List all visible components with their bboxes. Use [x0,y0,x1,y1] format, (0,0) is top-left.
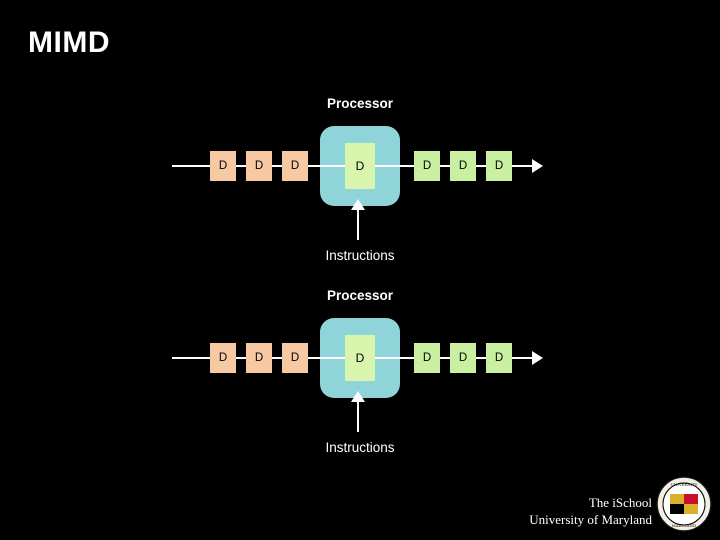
input-data-cell: D [210,343,236,373]
processor-label: Processor [326,288,394,303]
svg-text:UNIVERSITY: UNIVERSITY [671,482,698,487]
input-data-cell: D [246,151,272,181]
input-data-cell: D [210,151,236,181]
input-data-cell: D [282,151,308,181]
instruction-arrowhead-icon [351,391,365,402]
svg-text:MARYLAND: MARYLAND [672,523,697,528]
dataflow-arrowhead-icon [532,159,543,173]
dataflow-arrowhead-icon [532,351,543,365]
footer-line-2: University of Maryland [529,512,652,527]
footer-line-1: The iSchool [588,495,652,510]
input-data-cell: D [282,343,308,373]
output-data-cell: D [486,151,512,181]
output-data-cell: D [414,343,440,373]
instructions-label: Instructions [325,248,395,263]
processor-data-cell: D [345,143,375,189]
output-data-cell: D [486,343,512,373]
footer-attribution: The iSchool University of Maryland [529,494,652,528]
instruction-line [357,208,359,240]
input-data-cell: D [246,343,272,373]
output-data-cell: D [414,151,440,181]
processor-label: Processor [326,96,394,111]
page-title: MIMD [28,26,110,59]
output-data-cell: D [450,343,476,373]
university-of-maryland-seal-icon: UNIVERSITY MARYLAND [656,476,712,532]
instruction-line [357,400,359,432]
instruction-arrowhead-icon [351,199,365,210]
output-data-cell: D [450,151,476,181]
processor-data-cell: D [345,335,375,381]
instructions-label: Instructions [325,440,395,455]
